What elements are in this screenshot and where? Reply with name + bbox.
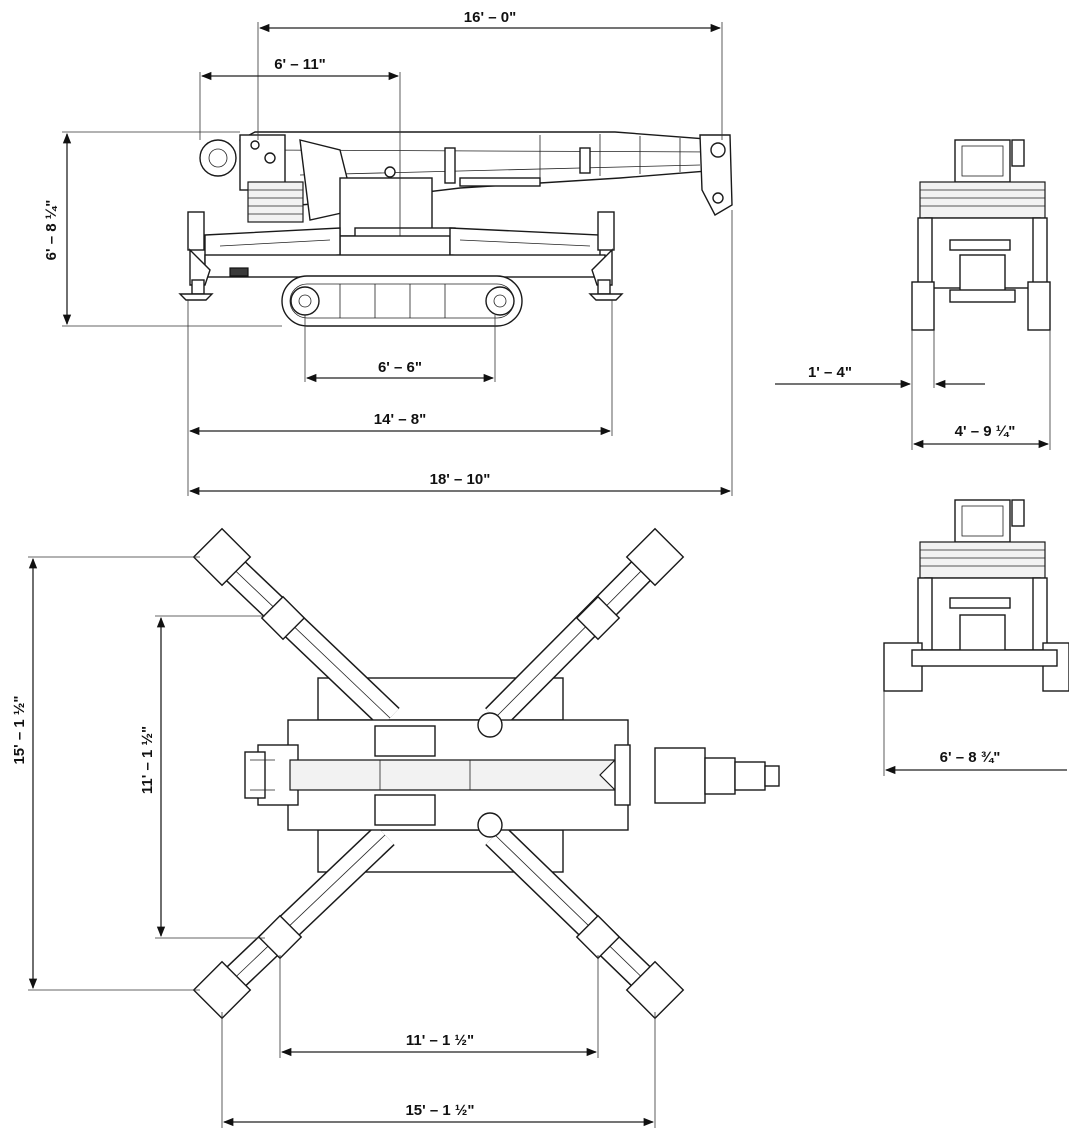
outrigger-arms <box>212 547 665 1001</box>
dim-11-1-1-2-horizontal: 11' – 1 ½" <box>406 1032 474 1049</box>
side-view: 16' – 0" 6' – 11" 6' – 8 ¼" 6' – 6" 14' … <box>43 9 733 496</box>
carbody <box>178 211 624 301</box>
dim-6-8-3-4: 6' – 8 ¾" <box>940 749 1001 766</box>
dim-16-0: 16' – 0" <box>464 9 516 26</box>
dim-4-9-1-4: 4' – 9 ¼" <box>955 423 1016 440</box>
top-view: 15' – 1 ½" 11' – 1 ½" 11' – 1 ½" 15' – 1… <box>11 527 780 1128</box>
crawler-track <box>281 275 523 327</box>
dim-14-8: 14' – 8" <box>374 411 426 428</box>
dim-18-10: 18' – 10" <box>430 471 491 488</box>
front-view-deployed: 6' – 8 ¾" <box>883 499 1069 776</box>
dim-15-1-1-2-horizontal: 15' – 1 ½" <box>405 1102 474 1119</box>
outrigger-pads <box>192 527 685 1020</box>
dim-1-4: 1' – 4" <box>808 364 852 381</box>
dim-15-1-1-2-vertical: 15' – 1 ½" <box>11 695 28 764</box>
dim-6-8-1-4: 6' – 8 ¼" <box>43 200 60 261</box>
dim-11-1-1-2-vertical: 11' – 1 ½" <box>139 726 156 794</box>
dim-6-6: 6' – 6" <box>378 359 422 376</box>
carbody-top <box>244 712 780 838</box>
winch <box>199 134 356 223</box>
dim-6-11: 6' – 11" <box>274 56 326 73</box>
front-view-stowed: 1' – 4" 4' – 9 ¼" <box>775 139 1051 450</box>
